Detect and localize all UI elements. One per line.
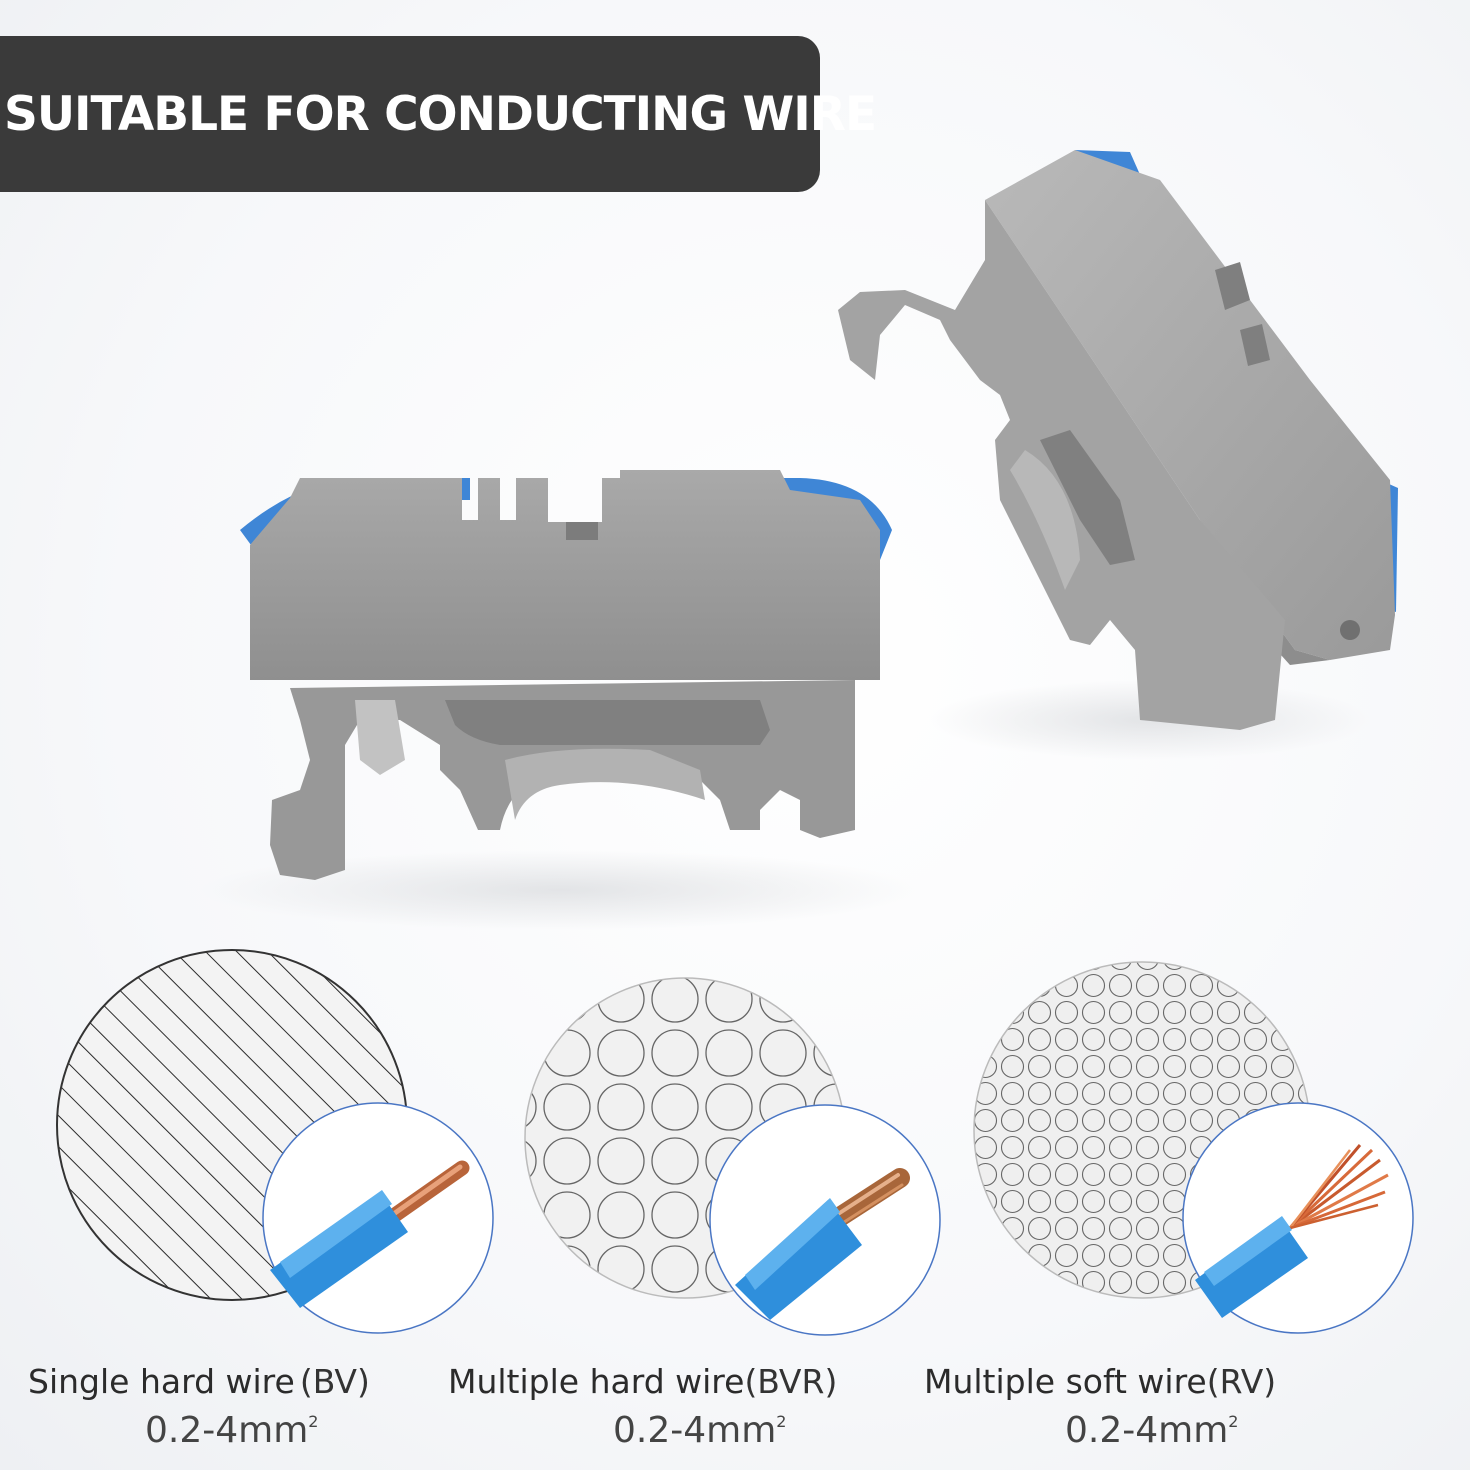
connector-side-image [838, 150, 1398, 760]
wire-range-value: 0.2-4mm [613, 1410, 777, 1451]
wire-range-multi-hard: 0.2-4mm2 [613, 1410, 786, 1451]
wire-range-value: 0.2-4mm [145, 1410, 309, 1451]
wire-label-single-hard: Single hard wire (BV) [28, 1362, 370, 1401]
connector-front-image [200, 470, 920, 930]
wire-code: (BVR) [744, 1362, 838, 1401]
wire-range-sup: 2 [776, 1412, 787, 1431]
wire-name: Multiple hard wire [448, 1362, 745, 1401]
wire-name: Multiple soft wire [924, 1362, 1207, 1401]
product-photo [200, 150, 1398, 930]
wire-label-multi-soft: Multiple soft wire(RV) [924, 1362, 1276, 1401]
banner-title: SUITABLE FOR CONDUCTING WIRE [4, 86, 877, 142]
wire-label-multi-hard: Multiple hard wire(BVR) [448, 1362, 837, 1401]
wire-name: Single hard wire [28, 1362, 295, 1401]
wire-range-single-hard: 0.2-4mm2 [145, 1410, 318, 1451]
wire-range-sup: 2 [308, 1412, 319, 1431]
wire-range-sup: 2 [1228, 1412, 1239, 1431]
wire-range-multi-soft: 0.2-4mm2 [1065, 1410, 1238, 1451]
wire-code: (BV) [299, 1362, 370, 1401]
header-banner: SUITABLE FOR CONDUCTING WIRE [0, 36, 877, 192]
wire-code: (RV) [1206, 1362, 1277, 1401]
wire-range-value: 0.2-4mm [1065, 1410, 1229, 1451]
